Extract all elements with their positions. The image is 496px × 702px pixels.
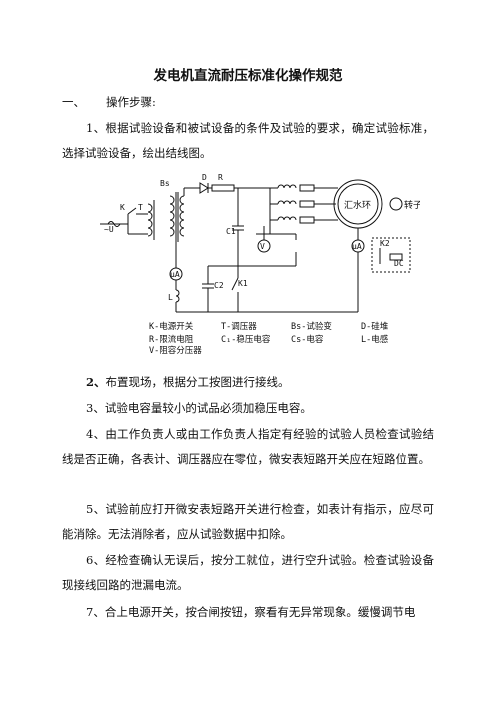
label-diode: D [202, 173, 207, 182]
step-1: 1、根据试验设备和被试设备的条件及试验的要求，确定试验标准，选择试验设备，绘出结… [62, 116, 434, 166]
document-title: 发电机直流耐压标准化操作规范 [153, 68, 343, 84]
label-resistor: R [218, 173, 223, 182]
label-regulator: T [138, 203, 143, 212]
label-slip-ring: 汇水环 [344, 199, 371, 211]
label-switch2: K2 [380, 239, 390, 248]
section-heading: 一、 操作步骤: [62, 94, 156, 110]
step-number: 3、 [86, 401, 105, 415]
step-4: 4、由工作负责人或由工作负责人指定有经验的试验人员检查试验结线是否正确，各表计、… [62, 422, 434, 472]
section-number: 一、 [62, 95, 85, 109]
step-3: 3、试验电容量较小的试品必须加稳压电容。 [62, 396, 434, 421]
label-rotor: 转子 [404, 199, 420, 211]
label-voltmeter: V [260, 242, 265, 251]
test-circuit-diagram: ~U K T Bs D R C1 C2 K1 K2 μA μA L V 汇水环 … [100, 173, 420, 313]
label-cap2: C2 [214, 281, 224, 290]
step-text: 由工作负责人或由工作负责人指定有经验的试验人员检查试验结线是否正确，各表计、调压… [62, 427, 434, 466]
label-dc: DC [394, 259, 404, 268]
step-number: 5、 [86, 502, 106, 516]
step-text: 经检查确认无误后，按分工就位，进行空升试验。检查试验设备现接线回路的泄漏电流。 [62, 553, 434, 592]
step-6: 6、经检查确认无误后，按分工就位，进行空升试验。检查试验设备现接线回路的泄漏电流… [62, 548, 434, 598]
label-switch: K [120, 203, 125, 212]
step-number: 6、 [86, 553, 106, 567]
label-inductor: L [168, 293, 173, 302]
step-7: 7、合上电源开关，按合闸按钮，察看有无异常现象。缓慢调节电 [62, 600, 434, 625]
step-number: 1 [86, 121, 94, 135]
label-switch1: K1 [238, 279, 248, 288]
step-number: 4、 [86, 427, 106, 441]
legend-row-3: V-阻容分压器 [149, 346, 202, 356]
step-text: 布置现场，根据分工按图进行接线。 [105, 375, 290, 389]
step-text: 、根据试验设备和被试设备的条件及试验的要求，确定试验标准，选择试验设备，绘出结线… [62, 121, 434, 160]
step-text: 试验电容量较小的试品必须加稳压电容。 [104, 401, 312, 415]
step-5: 5、试验前应打开微安表短路开关进行检查，如表计有指示，应尽可能消除。无法消除者，… [62, 497, 434, 547]
step-number: 2、 [86, 375, 106, 389]
label-microammeter-left: μA [170, 270, 180, 279]
label-source: ~U [104, 225, 114, 234]
section-label: 操作步骤: [106, 95, 156, 109]
step-number: 7、 [86, 605, 105, 619]
label-transformer: Bs [160, 179, 170, 188]
label-cap1: C1 [226, 227, 236, 236]
step-2: 2、布置现场，根据分工按图进行接线。 [62, 370, 434, 395]
label-microammeter-right: μA [352, 242, 362, 251]
step-text: 合上电源开关，按合闸按钮，察看有无异常现象。缓慢调节电 [104, 605, 416, 619]
step-text: 试验前应打开微安表短路开关进行检查，如表计有指示，应尽可能消除。无法消除者，应从… [62, 502, 434, 541]
